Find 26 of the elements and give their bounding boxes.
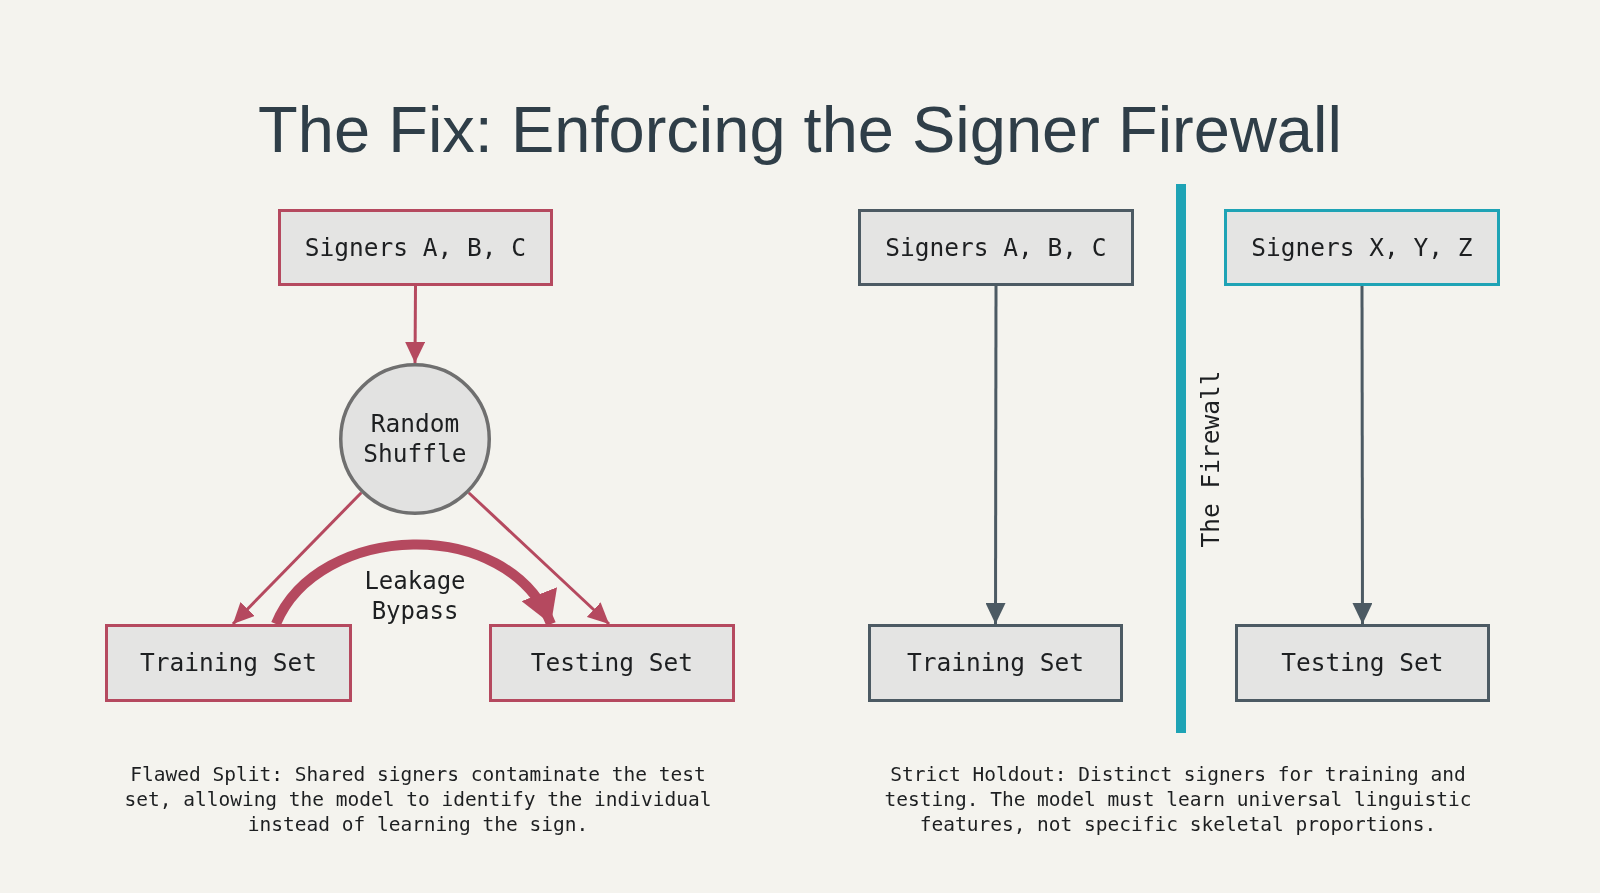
node-label: Signers A, B, C [885,232,1107,263]
arrow [1352,286,1373,624]
arrow [231,491,363,626]
arrow [985,286,1006,624]
node-label: Training Set [140,648,317,678]
data-box [105,624,352,702]
slide-title: The Fix: Enforcing the Signer Firewall [258,93,1342,168]
arrow [271,539,556,627]
caption-text: Flawed Split: Shared signers contaminate the test set, allowing the model to identify the individual instead of learning the sign. [123,762,713,837]
node-label: Signers X, Y, Z [1251,232,1473,263]
caption-text: Strict Holdout: Distinct signers for training and testing. The model must learn universal linguistic features, not specific skeletal proportions. [883,762,1473,837]
arrow [467,491,611,626]
node-label: Training Set [907,648,1084,678]
node-label: Signers A, B, C [304,232,527,263]
node-label: Testing Set [530,648,694,678]
node-label: Random Shuffle [362,409,468,469]
process-circle [339,363,491,515]
node-label: Testing Set [1281,648,1444,678]
data-box [489,624,735,702]
process-box [278,209,553,286]
data-box [1235,624,1490,702]
arrow [405,286,426,363]
data-box [868,624,1123,702]
process-box [1224,209,1500,286]
process-box [858,209,1134,286]
firewall-label: The Firewall [1198,370,1224,548]
